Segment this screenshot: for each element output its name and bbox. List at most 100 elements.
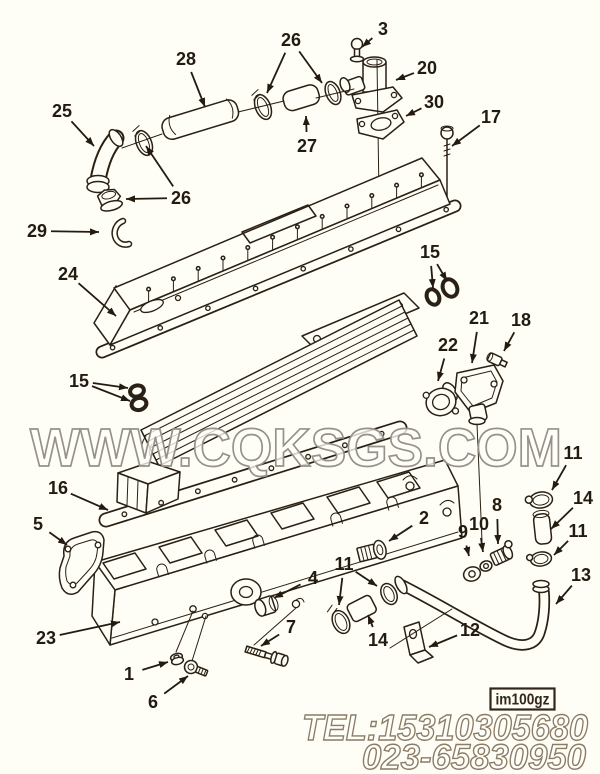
callout-20: 20: [395, 58, 437, 81]
svg-text:11: 11: [334, 554, 353, 574]
callout-14: 14: [550, 488, 593, 530]
callout-15: 15: [420, 242, 448, 289]
svg-text:4: 4: [308, 568, 318, 588]
breather-elbow-hose-drawing: [86, 128, 125, 194]
callout-16: 16: [48, 478, 109, 511]
callout-12: 12: [428, 620, 480, 648]
long-capscrew-drawing: [244, 645, 289, 667]
callout-25: 25: [52, 101, 95, 147]
callout-14: 14: [367, 614, 388, 650]
callout-27: 27: [297, 115, 317, 156]
svg-text:27: 27: [297, 136, 317, 156]
svg-text:14: 14: [573, 488, 593, 508]
svg-text:15: 15: [69, 371, 89, 391]
water-transfer-gasket-drawing: [58, 530, 105, 595]
svg-text:29: 29: [27, 221, 47, 241]
callout-18: 18: [503, 310, 531, 352]
callout-5: 5: [33, 514, 68, 546]
callout-10: 10: [469, 514, 489, 553]
svg-text:15: 15: [420, 242, 440, 262]
svg-text:3: 3: [378, 19, 388, 39]
o-rings-drawing: [424, 277, 460, 307]
callout-11: 11: [551, 443, 583, 491]
water-outlet-connection-drawing: [339, 56, 403, 113]
drain-tube-hose-drawing: [394, 575, 551, 651]
svg-text:13: 13: [571, 565, 591, 585]
callout-30: 30: [405, 92, 444, 117]
connection-gasket-drawing: [422, 387, 460, 417]
svg-text:17: 17: [481, 107, 501, 127]
figure-code-text: im100gz: [496, 692, 550, 709]
retaining-clip-drawing: [111, 217, 133, 248]
svg-text:25: 25: [52, 101, 72, 121]
svg-text:24: 24: [58, 264, 78, 284]
callout-23: 23: [36, 620, 121, 648]
svg-text:26: 26: [171, 188, 191, 208]
svg-text:22: 22: [438, 335, 458, 355]
callout-3: 3: [361, 19, 388, 48]
adapter-fitting-drawing: [489, 540, 514, 566]
svg-text:11: 11: [568, 521, 587, 541]
hose-nut-drawing: [96, 188, 123, 212]
svg-text:7: 7: [286, 617, 296, 637]
callout-9: 9: [458, 522, 471, 557]
tel-watermark-line1: TEL:15310305680: [302, 707, 588, 748]
washer-drawing: [479, 560, 493, 572]
svg-text:30: 30: [424, 92, 444, 112]
washer-drawing: [462, 566, 482, 582]
svg-text:2: 2: [419, 508, 429, 528]
svg-text:9: 9: [458, 522, 468, 542]
svg-text:14: 14: [368, 630, 388, 650]
connecting-hose-drawing: [346, 594, 377, 623]
pipe-plug-drawing: [356, 539, 387, 563]
callout-26: 26: [125, 145, 191, 208]
svg-text:11: 11: [563, 443, 582, 463]
hose-clamp-drawing: [380, 582, 398, 606]
svg-text:12: 12: [460, 620, 480, 640]
callout-6: 6: [148, 675, 189, 712]
vertical-hose-drawing: [532, 509, 553, 545]
plug-fitting-drawing: [486, 352, 508, 368]
callout-8: 8: [492, 495, 502, 545]
svg-text:26: 26: [281, 30, 301, 50]
site-watermark: WWW.CQKSGS.COM: [30, 418, 562, 478]
callout-11: 11: [553, 521, 588, 556]
callout-17: 17: [451, 107, 501, 147]
svg-text:10: 10: [469, 514, 489, 534]
callout-13: 13: [555, 565, 591, 605]
figure-code-box: im100gz: [489, 687, 556, 711]
svg-text:1: 1: [124, 664, 134, 684]
callout-21: 21: [469, 308, 489, 364]
connecting-tube-drawing: [282, 84, 321, 112]
callout-11: 11: [334, 554, 378, 606]
grommet-seals-drawing: [128, 383, 149, 413]
breather-hose-drawing: [161, 98, 240, 141]
callout-15: 15: [69, 371, 131, 402]
diagram-detail-decor: [102, 172, 450, 580]
callout-26: 26: [266, 30, 323, 94]
cup-plug-drawing: [254, 595, 279, 617]
outlet-gasket-drawing: [356, 109, 405, 140]
hose-clamp-drawing: [524, 491, 554, 509]
svg-text:16: 16: [48, 478, 68, 498]
intake-manifold-drawing: [91, 459, 463, 646]
svg-text:28: 28: [176, 49, 196, 69]
svg-text:18: 18: [511, 310, 531, 330]
hose-clamp-drawing: [251, 89, 273, 121]
svg-text:5: 5: [33, 514, 43, 534]
hose-clamp-drawing: [525, 551, 553, 567]
svg-text:6: 6: [148, 692, 158, 712]
svg-text:23: 23: [36, 628, 56, 648]
callout-28: 28: [176, 49, 206, 108]
callout-22: 22: [437, 335, 458, 382]
lock-washer-drawing: [169, 652, 185, 666]
callout-7: 7: [260, 617, 296, 647]
hex-bolt-drawing: [183, 659, 209, 677]
svg-text:8: 8: [492, 495, 502, 515]
callout-24: 24: [58, 264, 117, 317]
callout-29: 29: [27, 221, 100, 241]
hose-clamp-drawing: [326, 604, 351, 635]
